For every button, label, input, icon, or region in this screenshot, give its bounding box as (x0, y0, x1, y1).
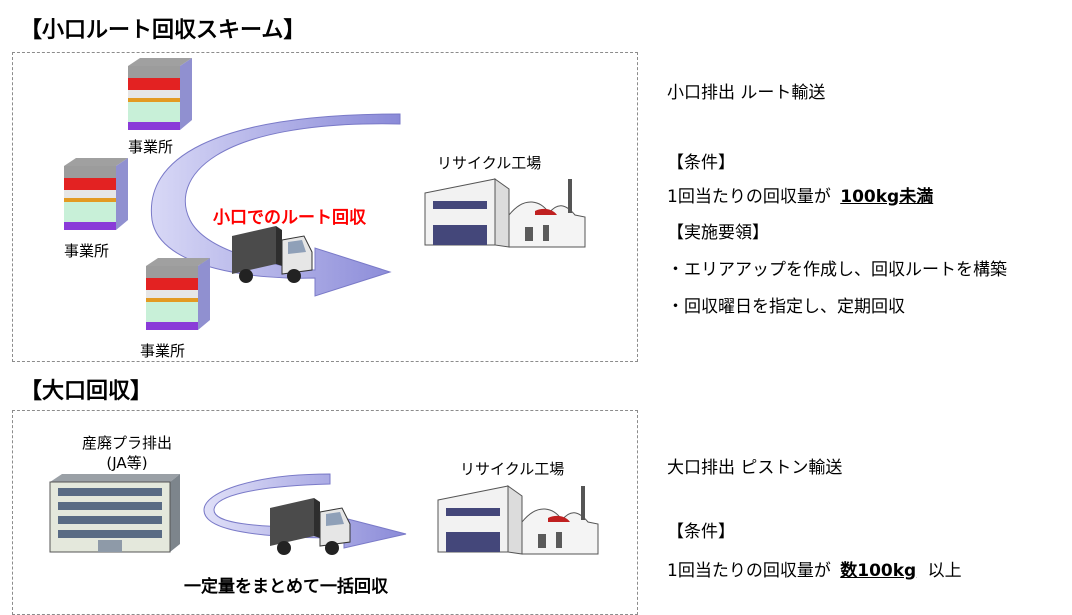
truck-icon (232, 226, 313, 283)
procedure-item: ・エリアアップを作成し、回収ルートを構築 (667, 260, 1007, 280)
large-description: 大口排出 ピストン輸送 (667, 458, 843, 478)
small-condition-heading: 【条件】 (667, 153, 735, 173)
office-building-icon (64, 158, 128, 230)
small-scheme-title: 【小口ルート回収スキーム】 (20, 18, 306, 43)
office-label: 事業所 (140, 342, 186, 360)
condition-prefix: 1回当たりの回収量が (667, 187, 831, 207)
office-building-icon (146, 258, 210, 330)
small-scheme-box (12, 52, 638, 362)
factory-label: リサイクル工場 (460, 460, 565, 478)
factory-label: リサイクル工場 (437, 154, 542, 172)
procedure-heading: 【実施要領】 (667, 223, 769, 243)
procedure-item: ・回収曜日を指定し、定期回収 (667, 297, 905, 317)
condition-value: 数100kg (840, 561, 917, 581)
condition-suffix: 以上 (927, 561, 962, 581)
small-condition: 1回当たりの回収量が 100kg未満 (667, 182, 933, 207)
source-label: 産廃プラ排出 (81, 434, 172, 452)
bulk-route-label: 一定量をまとめて一括回収 (184, 577, 388, 597)
factory-icon (424, 178, 586, 248)
condition-value: 100kg未満 (840, 187, 934, 207)
factory-icon (437, 485, 599, 555)
large-scheme-title: 【大口回収】 (20, 379, 153, 404)
route-arrow (150, 113, 401, 297)
route-label: 小口でのルート回収 (213, 208, 366, 228)
office-label: 事業所 (64, 242, 110, 260)
office-building-icon (128, 58, 192, 130)
large-condition: 1回当たりの回収量が 数100kg 以上 (667, 556, 962, 581)
truck-icon (270, 498, 351, 555)
condition-prefix: 1回当たりの回収量が (667, 561, 831, 581)
large-condition-heading: 【条件】 (667, 522, 735, 542)
small-description: 小口排出 ルート輸送 (667, 83, 826, 103)
source-sublabel: (JA等) (106, 454, 148, 472)
office-label: 事業所 (128, 138, 174, 156)
office-block-icon (49, 474, 180, 553)
